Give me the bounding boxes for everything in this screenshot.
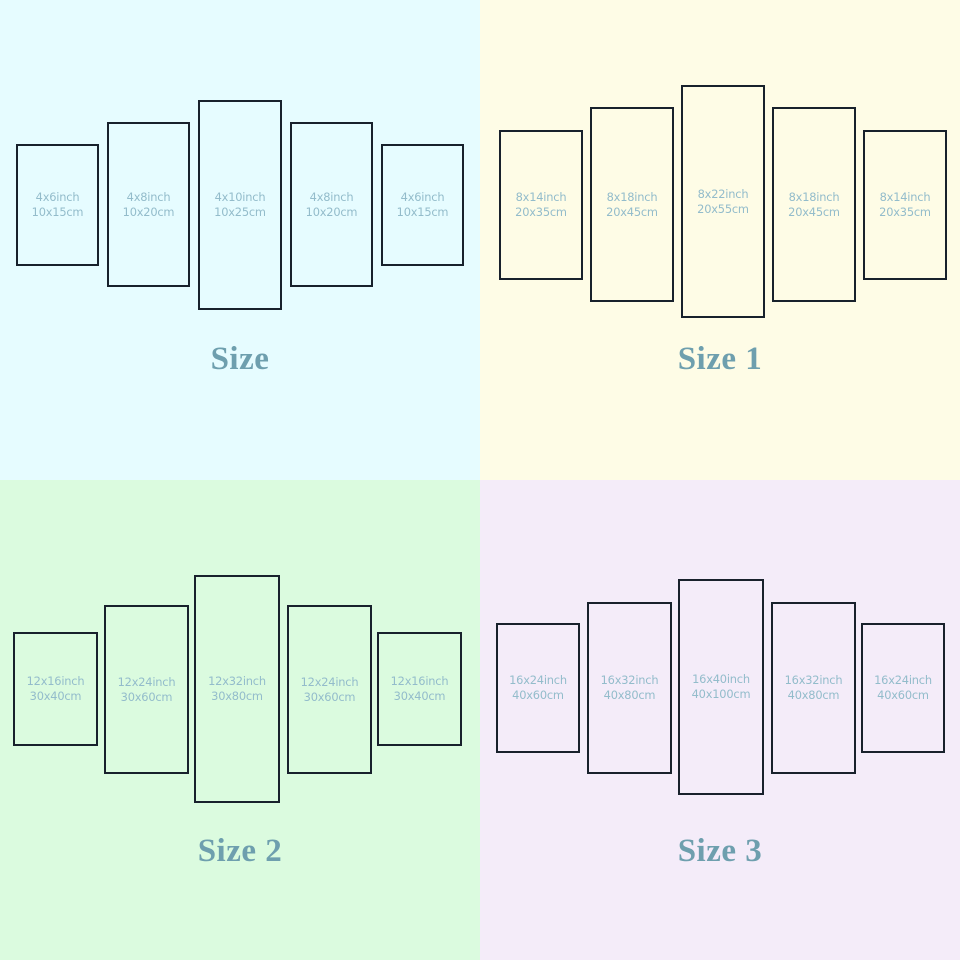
quadrant-title: Size 1	[677, 341, 763, 377]
panel-size-inches: 16x24inch	[874, 673, 932, 688]
panel-size-inches: 16x40inch	[692, 672, 750, 687]
panel-size-centimeters: 10x15cm	[31, 205, 84, 219]
panel-size-centimeters: 10x20cm	[122, 204, 175, 219]
panel-size-centimeters: 30x80cm	[211, 689, 263, 703]
panel-size-centimeters: 10x25cm	[214, 205, 266, 219]
panel-size-centimeters: 40x80cm	[787, 688, 840, 702]
panel-size-centimeters: 20x45cm	[788, 204, 840, 219]
panel-size-inches: 12x24inch	[300, 674, 359, 689]
panel-size-inches: 4x6inch	[35, 190, 80, 205]
panel-size-centimeters: 30x40cm	[29, 689, 82, 703]
panel-size-centimeters: 10x20cm	[305, 204, 358, 219]
panel-size-inches: 12x24inch	[117, 674, 176, 689]
panel-size-inches: 12x16inch	[26, 674, 85, 689]
panel-size-centimeters: 40x100cm	[691, 687, 751, 701]
panel-size-centimeters: 40x60cm	[877, 688, 929, 702]
panel-size-inches: 8x14inch	[879, 190, 931, 205]
panel-size-centimeters: 30x60cm	[303, 689, 356, 704]
panel-size-centimeters: 40x80cm	[603, 688, 656, 702]
panel-size-inches: 4x6inch	[400, 190, 445, 205]
panel-size-inches: 8x18inch	[606, 189, 658, 204]
panel-size-centimeters: 20x45cm	[606, 204, 658, 219]
panel-size-centimeters: 10x15cm	[396, 205, 449, 219]
quadrant-title: Size	[210, 341, 270, 377]
panel-size-centimeters: 40x60cm	[512, 688, 564, 702]
panel-size-inches: 8x22inch	[697, 186, 749, 201]
panel-size-inches: 12x32inch	[208, 674, 266, 689]
quadrant-title: Size 3	[677, 833, 763, 869]
panel-size-centimeters: 20x55cm	[697, 201, 749, 216]
panel-size-inches: 4x8inch	[309, 189, 354, 204]
panel-size-inches: 8x18inch	[788, 189, 840, 204]
panel-size-inches: 4x8inch	[126, 189, 171, 204]
panel-size-inches: 12x16inch	[390, 674, 449, 689]
quadrant-title: Size 2	[197, 833, 283, 869]
panel-size-inches: 16x24inch	[509, 673, 567, 688]
panel-size-inches: 4x10inch	[214, 190, 266, 205]
panel-size-inches: 8x14inch	[515, 190, 567, 205]
panel-size-centimeters: 20x35cm	[879, 205, 931, 219]
panel-size-centimeters: 20x35cm	[515, 205, 567, 219]
panel-size-centimeters: 30x60cm	[120, 689, 173, 704]
panel-size-inches: 16x32inch	[600, 673, 659, 688]
panel-size-inches: 16x32inch	[784, 673, 843, 688]
panel-size-centimeters: 30x40cm	[393, 689, 446, 703]
